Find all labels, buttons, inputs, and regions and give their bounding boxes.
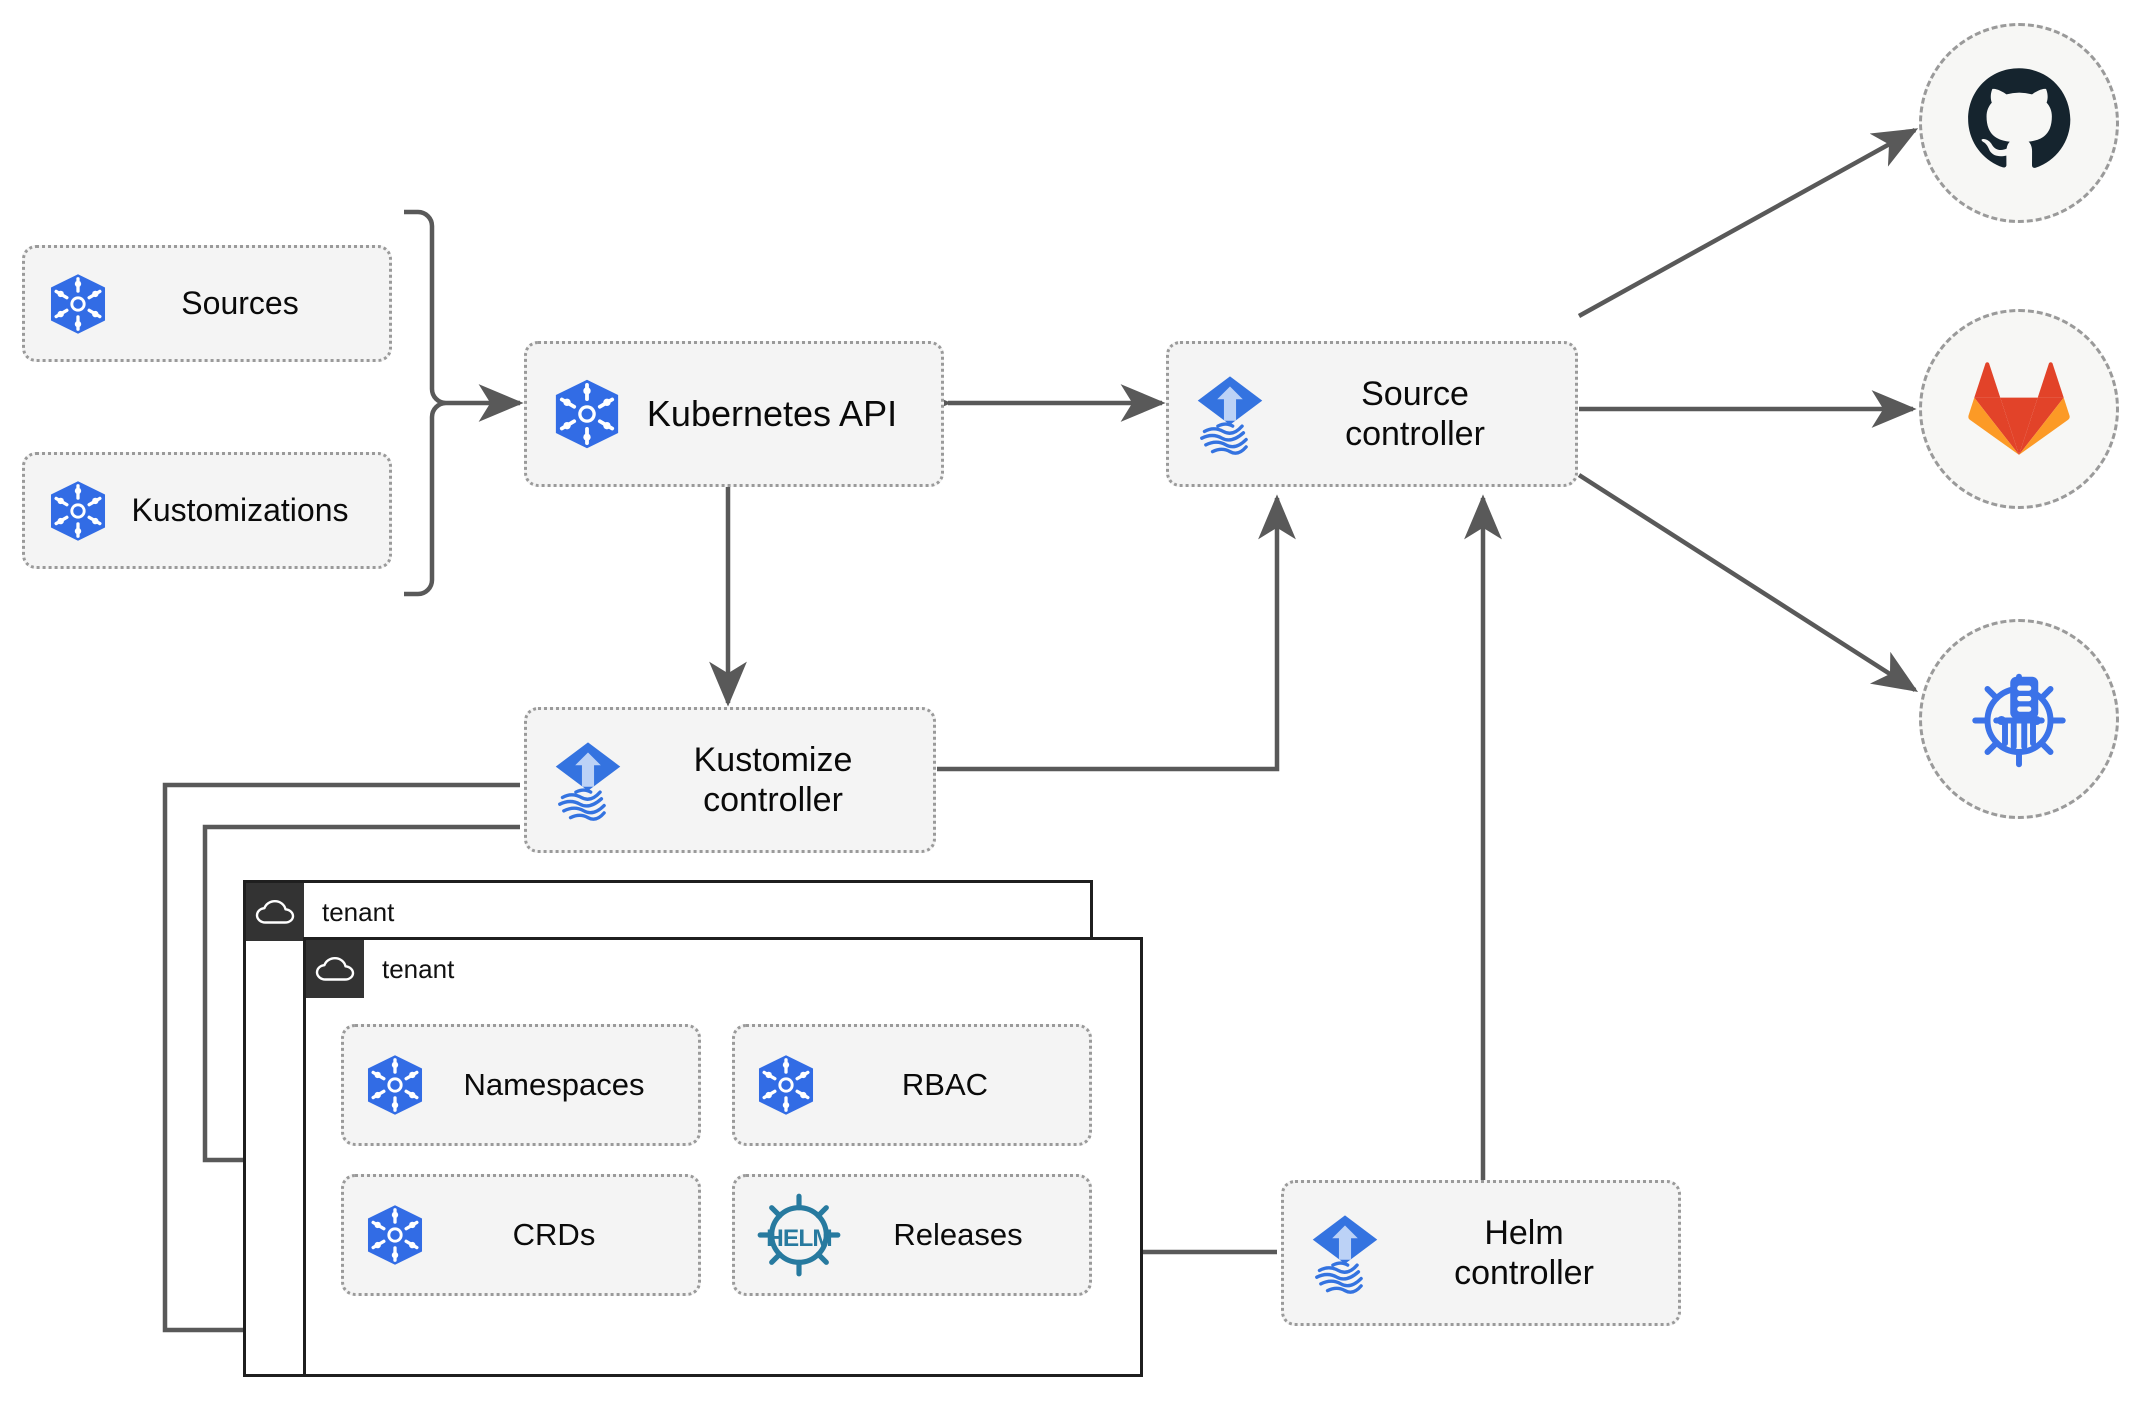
node-label: Kustomize controller [631,740,915,820]
node-label: Kustomizations [131,491,349,528]
helm-chart-repository-icon [1963,661,2075,778]
node-namespaces[interactable]: Namespaces [341,1024,701,1146]
svg-text:HELM: HELM [766,1225,832,1252]
node-label-line1: Source [1361,374,1469,413]
gitlab-icon [1967,355,2071,464]
tenant-name: tenant [382,953,455,984]
tenant-header: tenant [306,940,454,998]
node-label: Releases [893,1216,1023,1252]
node-kustomize-controller[interactable]: Kustomize controller [524,707,936,853]
node-rbac[interactable]: RBAC [732,1024,1092,1146]
node-label: RBAC [901,1066,989,1102]
edge-source-controller-github [1577,128,1919,318]
cloud-icon [246,883,304,941]
flux-icon [545,737,631,823]
kubernetes-icon [362,1202,428,1268]
tenant-name: tenant [322,896,395,927]
external-source-helm-repository[interactable] [1919,619,2119,819]
node-label: Sources [181,284,299,321]
tenant-container-2[interactable]: tenant [303,937,1143,1377]
node-label-line1: Helm [1484,1213,1564,1252]
node-sources[interactable]: Sources [22,245,392,362]
tenant-header: tenant [246,883,394,941]
external-source-gitlab[interactable] [1919,309,2119,509]
edge-source-controller-helmrepo [1577,473,1919,692]
node-helm-controller[interactable]: Helm controller [1281,1180,1681,1326]
flux-icon [1302,1210,1388,1296]
node-kustomizations[interactable]: Kustomizations [22,452,392,569]
edge-inputs-bracket [404,209,447,597]
cloud-icon [306,940,364,998]
node-label-line1: Kustomize [693,740,853,779]
node-label: Helm controller [1388,1213,1660,1293]
node-label: CRDs [512,1216,596,1252]
node-label-line2: controller [1345,415,1485,453]
github-icon [1964,66,2074,181]
kubernetes-icon [45,271,111,337]
kubernetes-icon [753,1052,819,1118]
external-source-github[interactable] [1919,23,2119,223]
node-source-controller[interactable]: Source controller [1166,341,1578,487]
flux-icon [1187,371,1273,457]
node-kubernetes-api[interactable]: Kubernetes API [524,341,944,487]
kubernetes-icon [549,376,625,452]
node-label-line2: controller [1454,1254,1594,1292]
node-label: Source controller [1273,374,1557,454]
kubernetes-icon [45,478,111,544]
node-label: Namespaces [463,1066,645,1102]
node-label-line2: controller [703,781,843,819]
node-crds[interactable]: CRDs [341,1174,701,1296]
helm-icon: HELM [753,1189,845,1281]
kubernetes-icon [362,1052,428,1118]
node-releases[interactable]: HELM Releases [732,1174,1092,1296]
node-label: Kubernetes API [646,392,898,434]
edge-kustomize-controller-source-controller [937,494,1296,772]
